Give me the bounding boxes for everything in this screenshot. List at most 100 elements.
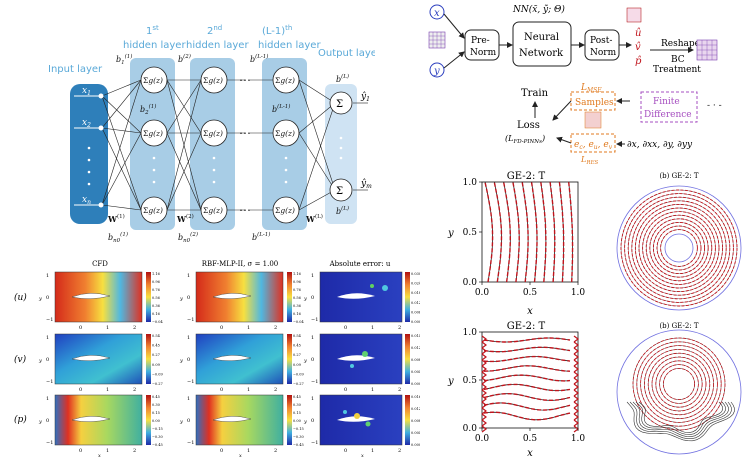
colorbar-tick-label: 0.09 [152, 363, 160, 367]
xtick-label: 0.5 [523, 434, 538, 444]
axis-ylabel: y [303, 358, 307, 364]
boundary-arrow [481, 407, 487, 415]
colorbar-tick-label: −0.09 [152, 372, 163, 376]
ring-exact [624, 193, 734, 303]
colorbar-tick-label: 0.45 [152, 344, 160, 348]
axis-xtick: 1 [247, 387, 250, 393]
colorbar-tick-label: 0.09 [293, 363, 301, 367]
boundary-arrow [573, 359, 579, 367]
colorbar-tick-label: 0.000 [411, 382, 420, 386]
axis-xtick: 2 [398, 387, 401, 393]
post-norm-l1: Post- [590, 36, 612, 46]
colorbar-tick-label: 0.012 [411, 301, 420, 305]
colorbar-tick-label: 0.012 [411, 407, 420, 411]
ge2-top-xlabel: x [527, 306, 533, 317]
nn-architecture-figure: Input layer 1st hidden layer 2nd hidden … [0, 0, 375, 248]
ytick-label: 0.0 [463, 424, 478, 434]
axis-xtick: 0 [344, 387, 347, 393]
colorbar-tick-label: 0.000 [411, 443, 420, 447]
boundary-arrow [573, 419, 579, 427]
svg-text:b(L): b(L) [336, 73, 349, 84]
colorbar-tick-label: 0.36 [152, 304, 160, 308]
residual-label: ec, eu, ev [574, 140, 613, 151]
circle-contour-bottom: (b) GE-2: T [612, 318, 747, 458]
ring-predicted [624, 193, 734, 303]
colorbar-tick-label: 0.16 [152, 312, 160, 316]
colorbar-tick-label: 0.45 [293, 344, 301, 348]
row-u-panels [54, 271, 403, 323]
axis-ytick: 1 [187, 396, 190, 402]
colorbar-tick-label: 0.030 [411, 272, 420, 276]
axis-xtick: 1 [247, 325, 250, 331]
ring-predicted [660, 229, 698, 267]
axis-xtick: 0 [79, 387, 82, 393]
axis-ytick: −1 [46, 317, 53, 323]
boundary-arrow [573, 401, 579, 409]
ge2-top-title: GE-2: T [507, 171, 546, 182]
ring-predicted [649, 218, 709, 278]
svg-text:W(2): W(2) [176, 213, 194, 224]
axis-ytick: 0 [46, 295, 49, 301]
axis-ytick: 1 [311, 273, 314, 279]
row-p-panels [54, 394, 403, 446]
row-label-u: (u) [14, 292, 27, 303]
contour-predicted [483, 411, 571, 421]
colorbar-tick-label: −0.45 [293, 443, 304, 447]
circle-contour-top: (b) GE-2: T [612, 168, 747, 318]
col-title-rbf: RBF-MLP-II, σ = 1.00 [202, 260, 279, 268]
airfoil-contour-grid: CFD RBF-MLP-II, σ = 1.00 Absolute error:… [0, 256, 420, 458]
axis-ytick: −1 [311, 440, 318, 446]
colorbar-tick-label: 0.00 [152, 419, 160, 423]
colorbar-tick-label: 0.56 [293, 296, 301, 300]
axis-xlabel: x [239, 453, 242, 458]
colorbar-tick-label: −0.09 [293, 372, 304, 376]
ring-exact [632, 337, 726, 431]
boundary-arrow [481, 401, 487, 409]
colorbar-ticks: 1.160.960.760.560.360.16−0.041.160.960.7… [152, 272, 420, 447]
svg-text:Σg(z): Σg(z) [275, 206, 295, 215]
svg-text:Σg(z): Σg(z) [275, 76, 295, 85]
ge2-top-contours [484, 181, 574, 283]
axis-xtick: 0 [344, 448, 347, 454]
axis-xtick: 0 [79, 325, 82, 331]
y1-hat: ŷ1 [360, 91, 370, 103]
colorbar-tick-label: 0.76 [152, 288, 160, 292]
input-layer-label: Input layer [48, 64, 103, 75]
svg-text:x1: x1 [82, 86, 91, 97]
axis-ytick: −1 [311, 317, 318, 323]
contour-predicted [483, 383, 571, 392]
boundary-arrow [481, 383, 487, 391]
contour-predicted [512, 181, 520, 283]
bc-label-1: BC [671, 55, 685, 65]
colorbar-tick-label: −0.15 [152, 427, 163, 431]
svg-text:b(L-1): b(L-1) [272, 103, 290, 114]
svg-text:W(L): W(L) [305, 213, 323, 224]
hidden1-number: 1st [146, 24, 159, 37]
colorbar-tick-label: 0.54 [293, 334, 302, 338]
ge2-bottom-contours [481, 335, 579, 433]
wavy-contour [632, 401, 729, 438]
axis-xtick: 1 [371, 448, 374, 454]
samples-grid-icon [584, 111, 602, 129]
colorbar-tick-label: 0.006 [411, 310, 420, 314]
train-label: Train [521, 88, 549, 99]
loss-arrows [552, 98, 630, 147]
colorbar-tick-label: −0.45 [152, 443, 163, 447]
x-input-circle [429, 4, 445, 20]
reshaped-grid-lines [697, 40, 717, 60]
xtick-label: 0.5 [523, 288, 538, 298]
svg-text:⋯: ⋯ [239, 73, 251, 87]
l-mse-label: LMSE [580, 83, 602, 94]
axis-xtick: 2 [133, 387, 136, 393]
contour-predicted [483, 355, 571, 363]
nn-function-label: NN(x̃, ỹ; Θ) [512, 4, 565, 15]
axis-ylabel: y [179, 419, 183, 425]
reshape-label: Reshape [661, 39, 700, 49]
svg-text:Σg(z): Σg(z) [143, 129, 163, 138]
boundary-arrow [481, 371, 487, 379]
axis-ytick: 1 [311, 335, 314, 341]
ring-predicted [640, 345, 718, 423]
